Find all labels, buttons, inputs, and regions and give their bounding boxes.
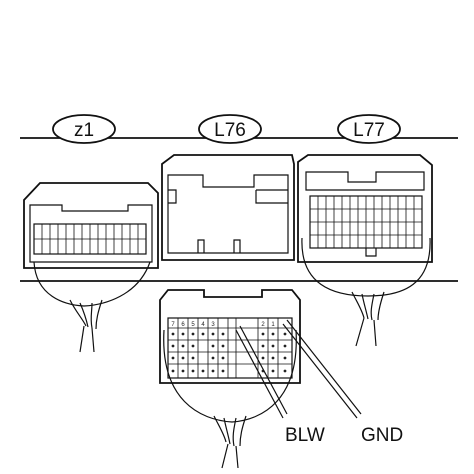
connector-z1-tag-label: z1 xyxy=(74,120,94,141)
connector-l76-key-right xyxy=(255,189,288,204)
pin-label: 6 xyxy=(181,322,185,328)
connector-lower-pin-grid xyxy=(168,328,292,378)
connector-l76-inner-frame xyxy=(167,174,289,254)
callout-gnd-label: GND xyxy=(361,425,403,446)
connector-z1-pin-grid xyxy=(34,224,146,254)
connector-lower-harness-loop xyxy=(163,329,297,423)
callout-blw: BLW xyxy=(235,325,325,446)
pin-label: 5 xyxy=(191,322,195,328)
pin-label: 4 xyxy=(201,322,205,328)
connector-z1: z1 xyxy=(23,114,159,353)
connector-l77-bottom-key xyxy=(365,248,377,257)
connector-l76-tag-label: L76 xyxy=(214,120,246,141)
connector-z1-housing xyxy=(23,182,159,269)
connector-lower-wire-tail xyxy=(221,443,239,469)
callout-blw-leader xyxy=(235,329,284,419)
callout-gnd-leader xyxy=(282,323,358,419)
connector-z1-wire-tail xyxy=(79,325,95,353)
callout-gnd: GND xyxy=(282,319,403,446)
pin-label: 1 xyxy=(271,322,275,328)
connector-lower: 7 6 5 4 3 2 1 xyxy=(159,289,301,469)
connector-l77-pin-grid xyxy=(310,196,422,248)
connector-l76-housing xyxy=(161,154,295,261)
connector-lower-housing xyxy=(159,289,301,384)
pin-label: 3 xyxy=(211,322,215,328)
connector-z1-latch xyxy=(29,204,153,263)
connector-lower-wire-bundle xyxy=(213,415,247,447)
connector-l76-key-left xyxy=(168,189,177,204)
callout-blw-label: BLW xyxy=(285,425,325,446)
connector-z1-tag xyxy=(52,114,116,144)
pin-label: 2 xyxy=(261,322,265,328)
connector-lower-pin-block xyxy=(167,317,293,379)
connector-l77-tag-label: L77 xyxy=(353,120,385,141)
connector-z1-wire-bundle xyxy=(69,299,103,330)
connector-l77-top-latch xyxy=(305,171,425,191)
connector-lower-pin-number-row: 7 6 5 4 3 2 1 xyxy=(168,318,292,329)
connector-l77-wire-tail xyxy=(355,317,377,347)
connector-l76-bottom-keys xyxy=(197,239,241,253)
connector-l77-tag xyxy=(337,114,401,144)
connector-l77-harness-loop xyxy=(301,237,431,297)
connector-l77: L77 xyxy=(297,114,433,347)
connector-l76-tag xyxy=(198,114,262,144)
pin-label: 7 xyxy=(171,322,175,328)
connector-l76: L76 xyxy=(161,114,295,261)
connector-l77-wire-bundle xyxy=(351,291,385,321)
connector-z1-harness-loop xyxy=(33,261,151,307)
